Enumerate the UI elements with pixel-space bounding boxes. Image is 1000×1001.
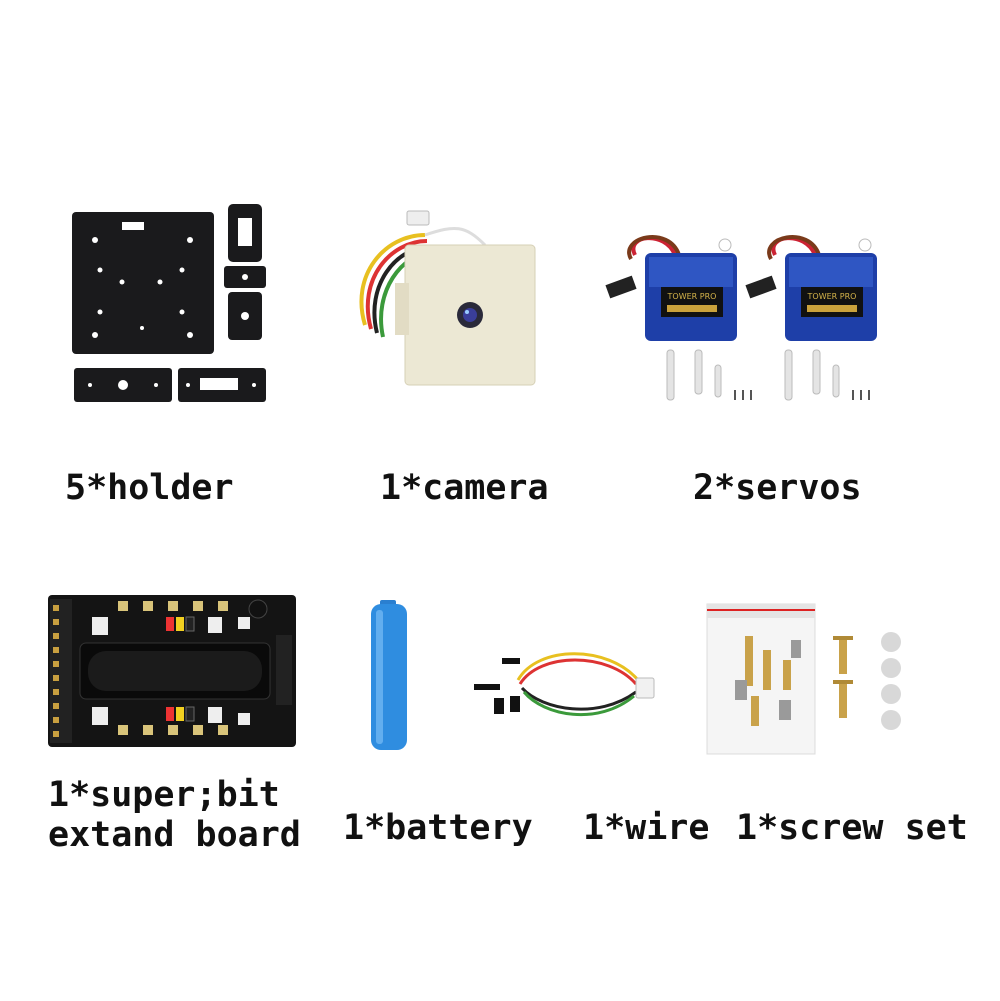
servo-brand-text: TOWER PRO [667,292,717,301]
screw-set-image [705,600,920,755]
servos-label: 2*servos [693,468,862,508]
board-label-line2: extand board [48,815,301,855]
screw-set-label: 1*screw set [736,808,968,848]
board-label-line1: 1*super;bit [48,775,280,815]
servo-brand-text-2: TOWER PRO [807,292,857,301]
superbit-board-image [48,595,298,750]
wire-label: 1*wire [583,808,710,848]
holder-label: 5*holder [65,468,234,508]
battery-label: 1*battery [343,808,533,848]
camera-image [345,205,545,395]
servos-image: TOWER PRO TOWER PRO [605,225,890,410]
holder-plates-image [70,200,270,410]
wire-image [468,640,658,720]
battery-image [368,600,413,755]
camera-label: 1*camera [380,468,549,508]
